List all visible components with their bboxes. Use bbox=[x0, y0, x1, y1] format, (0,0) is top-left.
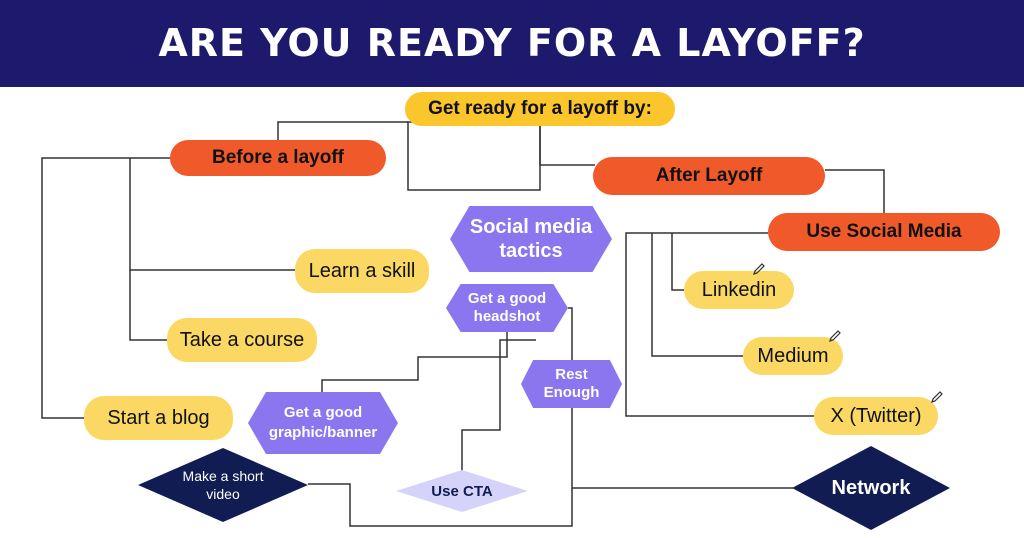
connector-before-course bbox=[129, 270, 168, 341]
after-layoff-node: After Layoff bbox=[593, 157, 825, 195]
connector-root-before bbox=[277, 121, 408, 148]
learn-skill-node: Learn a skill bbox=[295, 249, 429, 293]
before-layoff-node: Before a layoff bbox=[170, 140, 386, 176]
pencil-icon bbox=[829, 330, 841, 342]
social-media-tactics-node: Social media tactics bbox=[450, 206, 612, 272]
use-social-media-node: Use Social Media bbox=[768, 213, 1000, 251]
take-course-node: Take a course bbox=[167, 318, 317, 362]
rest-enough-node: Rest Enough bbox=[521, 360, 622, 408]
linkedin-node: Linkedin bbox=[684, 271, 794, 309]
title-banner bbox=[0, 0, 1024, 87]
connector-after-social bbox=[825, 169, 885, 215]
pencil-icon bbox=[931, 391, 943, 403]
connector-root-loop bbox=[407, 121, 541, 191]
graphic-banner-node: Get a good graphic/banner bbox=[248, 392, 398, 454]
connector-root-after bbox=[539, 124, 595, 166]
connector-headshot-cta bbox=[461, 339, 536, 472]
page-title: ARE YOU READY FOR A LAYOFF? bbox=[158, 21, 866, 65]
connector-social-linkedin bbox=[671, 233, 685, 291]
connector-before-blog bbox=[41, 157, 172, 419]
connector-social-twitter bbox=[625, 232, 815, 417]
connector-headshot-banner bbox=[321, 328, 508, 393]
connector-video-network bbox=[308, 483, 573, 527]
twitter-node: X (Twitter) bbox=[814, 397, 938, 435]
start-blog-node: Start a blog bbox=[84, 396, 233, 440]
connector-social-medium bbox=[651, 233, 744, 357]
pencil-icon bbox=[753, 263, 765, 275]
medium-node: Medium bbox=[743, 337, 843, 375]
root-node: Get ready for a layoff by: bbox=[405, 92, 675, 126]
headshot-node: Get a good headshot bbox=[446, 284, 568, 332]
